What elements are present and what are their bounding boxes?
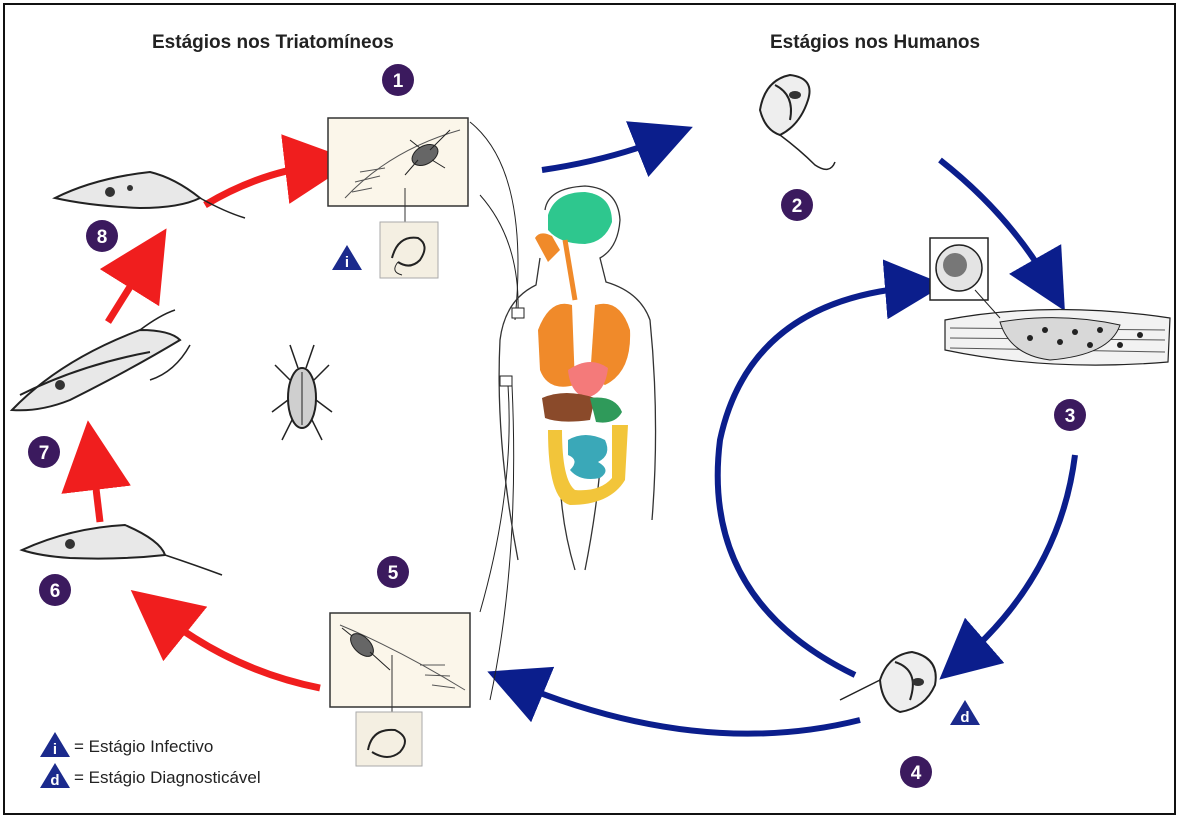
arrow-stage-4-to-5 <box>515 683 860 734</box>
svg-text:4: 4 <box>911 763 922 784</box>
amastigote-inset <box>930 238 1000 318</box>
trypomastigote-icon-stage-4 <box>840 652 936 712</box>
bite-site-marker <box>512 308 524 318</box>
stage-number-1: 1 <box>382 64 414 96</box>
stage-number-4: 4 <box>900 756 932 788</box>
arrow-stage-4-to-3 <box>718 287 915 675</box>
svg-text:= Estágio Diagnosticável: = Estágio Diagnosticável <box>74 768 261 787</box>
stage-number-8: 8 <box>86 220 118 252</box>
svg-text:= Estágio Infectivo: = Estágio Infectivo <box>74 737 213 756</box>
svg-text:d: d <box>50 772 59 789</box>
legend: i = Estágio Infectivo d = Estágio Diagno… <box>40 732 261 789</box>
svg-text:8: 8 <box>97 227 108 248</box>
stage-number-2: 2 <box>781 189 813 221</box>
human-body-icon <box>499 186 655 570</box>
arrow-stage-3-to-4 <box>962 455 1075 660</box>
liver-icon <box>542 393 595 422</box>
epimastigote-icon-stage-6 <box>22 525 222 575</box>
inset-trypomastigote-1 <box>380 222 438 278</box>
diagnostic-stage-marker: d <box>950 700 980 726</box>
svg-text:2: 2 <box>792 196 803 217</box>
svg-text:5: 5 <box>388 563 399 584</box>
arrow-stage-6-to-7 <box>92 455 100 522</box>
svg-text:i: i <box>345 254 349 271</box>
svg-text:7: 7 <box>39 443 50 464</box>
insect-stages-header: Estágios nos Triatomíneos <box>152 32 394 53</box>
bite-box-stage-1 <box>328 118 468 206</box>
svg-text:6: 6 <box>50 581 61 602</box>
legend-diagnostic: d = Estágio Diagnosticável <box>40 763 261 789</box>
connector-line <box>470 122 518 320</box>
epimastigote-icon-stage-7 <box>12 310 190 410</box>
arrow-stage-5-to-6 <box>158 612 320 688</box>
svg-text:3: 3 <box>1065 406 1076 427</box>
connector-line <box>480 385 509 612</box>
svg-text:d: d <box>960 709 969 726</box>
svg-text:1: 1 <box>393 71 404 92</box>
brain-icon <box>548 192 612 244</box>
connector-line <box>490 385 514 700</box>
legend-infective: i = Estágio Infectivo <box>40 732 213 758</box>
stage-number-3: 3 <box>1054 399 1086 431</box>
arrow-stage-8-to-1 <box>205 165 320 205</box>
esophagus-icon <box>565 240 575 300</box>
arrow-stage-7-to-8 <box>108 258 148 322</box>
stage-number-6: 6 <box>39 574 71 606</box>
stage-number-5: 5 <box>377 556 409 588</box>
arrow-bite-to-stage-2 <box>542 138 665 170</box>
svg-text:i: i <box>53 741 57 758</box>
bite-box-stage-5 <box>330 613 470 707</box>
triatomine-bug-icon <box>272 345 332 440</box>
heart-icon <box>568 362 608 398</box>
connector-line <box>480 195 518 312</box>
stage-number-7: 7 <box>28 436 60 468</box>
stomach-icon <box>590 398 622 423</box>
trypomastigote-icon-stage-2 <box>760 75 835 169</box>
small-intestine-icon <box>568 435 607 479</box>
muscle-cell-icon <box>945 309 1170 365</box>
human-stages-header: Estágios nos Humanos <box>770 32 980 53</box>
infective-stage-marker: i <box>332 245 362 271</box>
nasal-cavity-icon <box>535 233 560 262</box>
bite-site-marker <box>500 376 512 386</box>
inset-trypomastigote-5 <box>356 712 422 766</box>
